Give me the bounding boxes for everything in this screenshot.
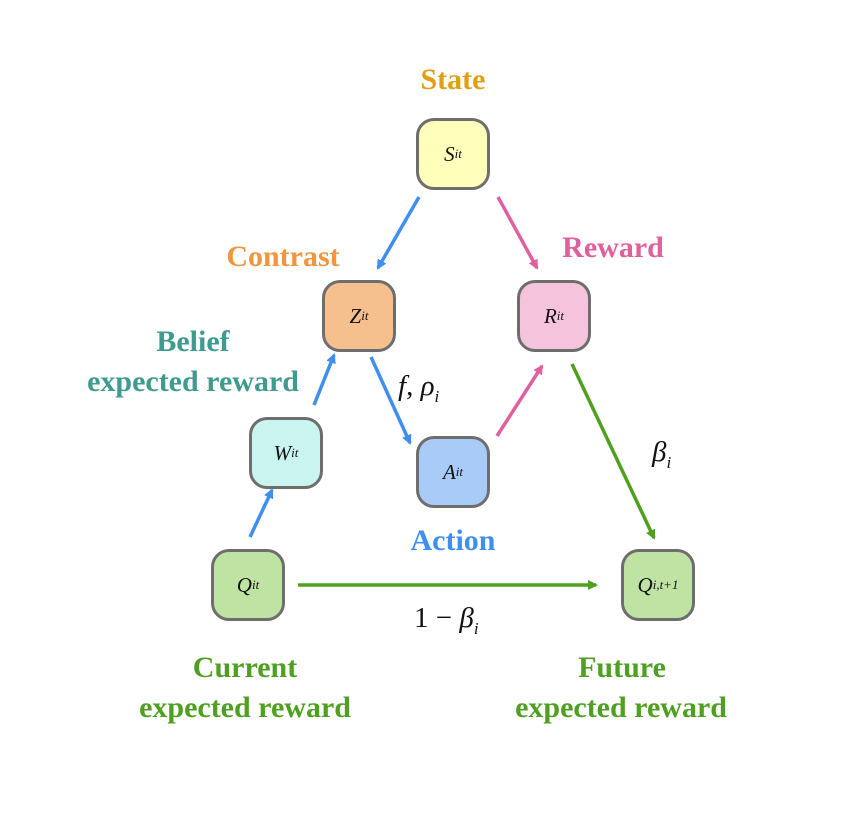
current-label-line2: expected reward [139, 691, 351, 724]
arrow-current-to-belief [248, 488, 274, 538]
state-node-subscript: it [454, 146, 462, 161]
future-node-symbol: Q [637, 572, 653, 597]
state-label: State [420, 63, 486, 96]
action-node-symbol: A [442, 459, 456, 484]
retention-minus: − [435, 602, 453, 634]
current-node-subscript: it [251, 577, 260, 592]
current-label-line1: Current [192, 651, 298, 684]
learning-rate-beta-subscript: i [666, 452, 672, 472]
learning-rate-beta: β [652, 436, 667, 468]
reward-node-subscript: it [556, 308, 565, 323]
contrast-label: Contrast [226, 240, 340, 273]
policy-rho-subscript: i [434, 386, 440, 406]
learning-rate-edge-label: βi [652, 436, 671, 473]
future-label-line2: expected reward [515, 691, 727, 724]
arrow-belief-to-contrast [312, 353, 336, 406]
belief-label-line2: expected reward [87, 365, 299, 398]
retention-beta: β [459, 602, 474, 634]
policy-rho: ρ [420, 370, 435, 402]
belief-node-symbol: W [273, 440, 292, 465]
retention-edge-label: 1 − βi [414, 602, 479, 639]
contrast-node-symbol: Z [349, 303, 362, 328]
reward-node-symbol: R [543, 303, 557, 328]
retention-beta-subscript: i [473, 618, 479, 638]
action-node-subscript: it [455, 464, 464, 479]
current-node-symbol: Q [236, 572, 252, 597]
policy-edge-label: f, ρi [398, 370, 439, 407]
arrow-contrast-to-action [369, 356, 412, 445]
arrow-action-to-reward [495, 364, 544, 437]
action-label: Action [410, 524, 496, 557]
reward-label: Reward [562, 231, 664, 264]
belief-label-line1: Belief [156, 325, 230, 358]
future-node-subscript: i,t+1 [652, 577, 679, 592]
belief-node-subscript: it [291, 445, 299, 460]
future-label-line1: Future [578, 651, 666, 684]
state-node-symbol: S [444, 141, 455, 166]
contrast-node-subscript: it [361, 308, 369, 323]
arrow-state-to-reward [496, 196, 539, 270]
arrow-reward-to-future [570, 363, 656, 540]
retention-one: 1 [414, 602, 429, 634]
policy-comma: , [406, 370, 414, 402]
arrow-state-to-contrast [376, 196, 421, 270]
policy-f: f [398, 370, 407, 402]
